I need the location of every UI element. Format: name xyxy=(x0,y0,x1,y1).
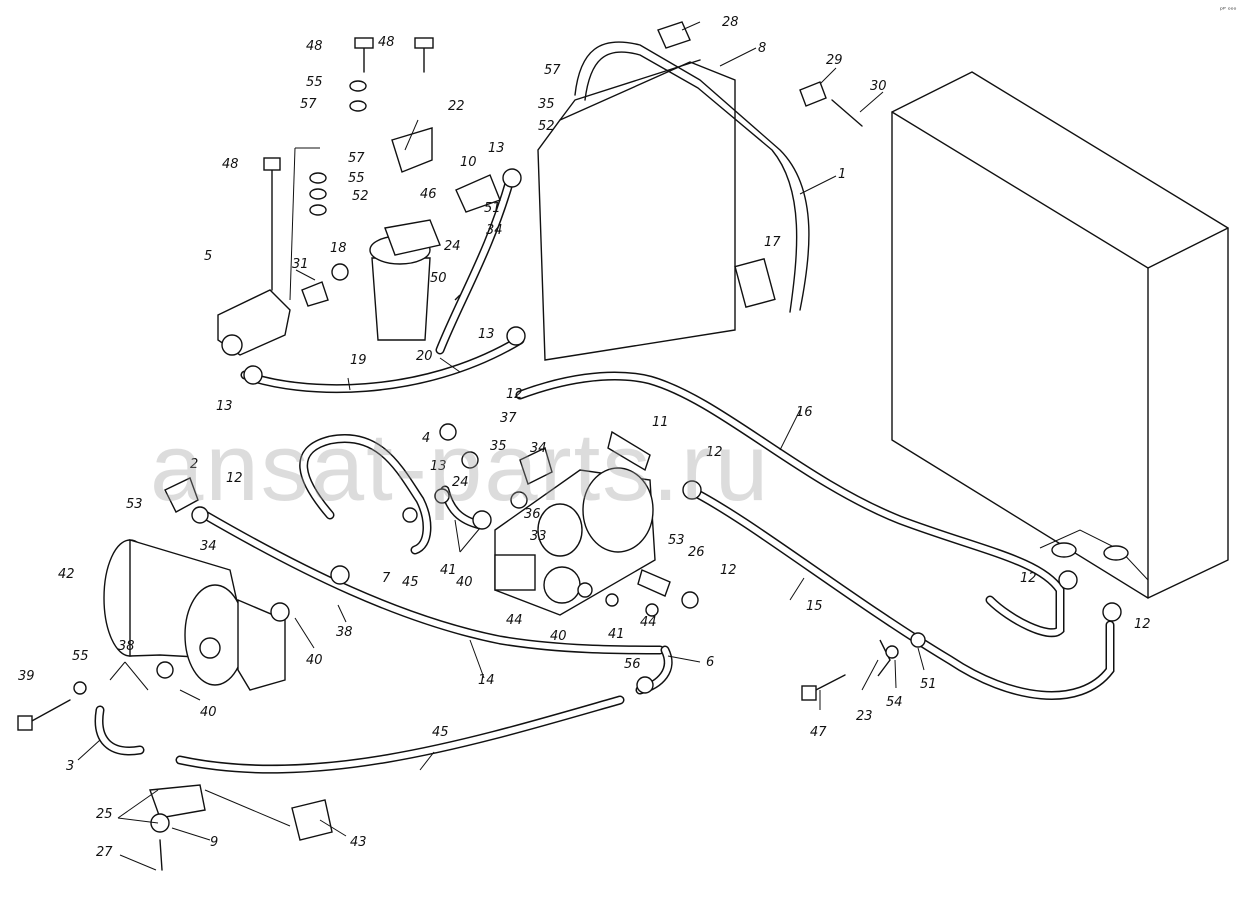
callout-38b: 38 xyxy=(118,639,135,654)
callout-27: 27 xyxy=(96,845,113,860)
callout-12c: 12 xyxy=(706,445,723,460)
callout-55b: 55 xyxy=(348,171,365,186)
callout-22: 22 xyxy=(448,99,465,114)
callout-48c: 48 xyxy=(222,157,239,172)
callout-5: 5 xyxy=(204,249,212,264)
callout-37: 37 xyxy=(500,411,517,426)
callout-57c: 57 xyxy=(544,63,561,78)
callout-43: 43 xyxy=(350,835,367,850)
callout-31: 31 xyxy=(292,257,309,272)
callout-54: 54 xyxy=(886,695,903,710)
tank-strap xyxy=(574,41,810,311)
callout-44a: 44 xyxy=(506,613,523,628)
callout-6: 6 xyxy=(706,655,714,670)
callout-48a: 48 xyxy=(306,39,323,54)
hose-lines xyxy=(94,175,1115,774)
callout-2: 2 xyxy=(190,457,198,472)
callout-57a: 57 xyxy=(300,97,317,112)
callout-53b: 53 xyxy=(668,533,685,548)
callout-12b: 12 xyxy=(226,471,243,486)
callout-8: 8 xyxy=(758,41,766,56)
callout-40b: 40 xyxy=(200,705,217,720)
callout-4: 4 xyxy=(422,431,430,446)
callout-24: 24 xyxy=(444,239,461,254)
callout-39: 39 xyxy=(18,669,35,684)
callout-13b: 13 xyxy=(478,327,495,342)
callout-51a: 51 xyxy=(484,201,501,216)
valve-block xyxy=(217,289,291,356)
fasteners xyxy=(17,21,1122,871)
filter-assembly xyxy=(369,219,441,341)
callout-labels: 1 2 3 4 5 6 7 8 9 10 11 12 12 12 12 12 1… xyxy=(18,15,1151,860)
callout-1: 1 xyxy=(838,167,846,182)
corner-mark: ᵖᴾ ᵒᵒᵒ xyxy=(1220,6,1237,14)
callout-14: 14 xyxy=(478,673,495,688)
callout-40c: 40 xyxy=(456,575,473,590)
callout-7: 7 xyxy=(382,571,391,586)
callout-34b: 34 xyxy=(486,223,503,238)
callout-34a: 34 xyxy=(200,539,217,554)
callout-12d: 12 xyxy=(720,563,737,578)
callout-25: 25 xyxy=(96,807,113,822)
callout-36: 36 xyxy=(524,507,541,522)
callout-20: 20 xyxy=(416,349,433,364)
callout-34c: 34 xyxy=(530,441,547,456)
watermark: ansat-parts.ru xyxy=(150,414,770,521)
callout-56a: 56 xyxy=(624,657,641,672)
callout-45a: 45 xyxy=(402,575,419,590)
callout-33: 33 xyxy=(530,529,547,544)
callout-48b: 48 xyxy=(378,35,395,50)
callout-40a: 40 xyxy=(306,653,323,668)
cabinet-box xyxy=(891,71,1229,599)
callout-45b: 45 xyxy=(432,725,449,740)
callout-52b: 52 xyxy=(538,119,555,134)
callout-10: 10 xyxy=(460,155,477,170)
callout-50: 50 xyxy=(430,271,447,286)
callout-41b: 41 xyxy=(608,627,625,642)
callout-11: 11 xyxy=(652,415,669,430)
callout-15: 15 xyxy=(806,599,823,614)
callout-18: 18 xyxy=(330,241,347,256)
callout-42: 42 xyxy=(58,567,75,582)
callout-12e: 12 xyxy=(1020,571,1037,586)
callout-55a: 55 xyxy=(306,75,323,90)
callout-17: 17 xyxy=(764,235,781,250)
callout-52a: 52 xyxy=(352,189,369,204)
callout-47: 47 xyxy=(810,725,827,740)
callout-16: 16 xyxy=(796,405,813,420)
callout-40d: 40 xyxy=(550,629,567,644)
callout-19: 19 xyxy=(350,353,367,368)
callout-57b: 57 xyxy=(348,151,365,166)
callout-12f: 12 xyxy=(1134,617,1151,632)
leader-lines xyxy=(77,21,925,871)
callout-30: 30 xyxy=(870,79,887,94)
callout-28: 28 xyxy=(722,15,739,30)
callout-24b: 24 xyxy=(452,475,469,490)
callout-46: 46 xyxy=(420,187,437,202)
tank-strap-inner xyxy=(584,51,798,313)
callout-9: 9 xyxy=(210,835,218,850)
callout-29: 29 xyxy=(826,53,843,68)
callout-44b: 44 xyxy=(640,615,657,630)
callout-38a: 38 xyxy=(336,625,353,640)
callout-41a: 41 xyxy=(440,563,457,578)
callout-13a: 13 xyxy=(488,141,505,156)
pump-left xyxy=(103,539,286,691)
callout-53a: 53 xyxy=(126,497,143,512)
callout-55c: 55 xyxy=(72,649,89,664)
callout-13d: 13 xyxy=(430,459,447,474)
callout-35a: 35 xyxy=(538,97,555,112)
callout-3: 3 xyxy=(66,759,74,774)
callout-51b: 51 xyxy=(920,677,937,692)
oil-tank xyxy=(537,59,776,361)
callout-35b: 35 xyxy=(490,439,507,454)
callout-13c: 13 xyxy=(216,399,233,414)
callout-26: 26 xyxy=(688,545,705,560)
callout-23: 23 xyxy=(856,709,873,724)
pump-center xyxy=(494,467,656,616)
callout-12a: 12 xyxy=(506,387,523,402)
